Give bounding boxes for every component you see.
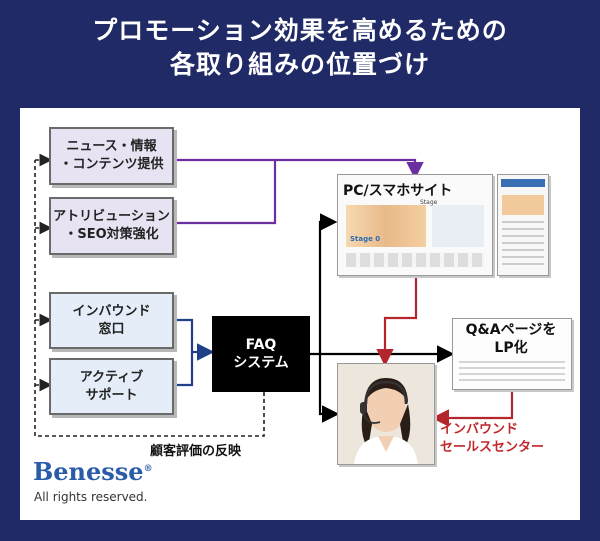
site-title: PC/スマホサイト [343, 183, 453, 199]
phone-image [502, 195, 544, 215]
site-footer-strip [346, 253, 484, 267]
site-sidebar-block [432, 205, 484, 247]
title-line-1: プロモーション効果を高めるための [92, 16, 508, 45]
site-banner-image [346, 205, 426, 247]
phone-text-lines [502, 221, 544, 267]
site-to-center-arrow [376, 275, 418, 367]
site-brand-tag: Stage [420, 199, 438, 206]
attribution-seo-box: アトリビューション ・SEO対策強化 [49, 197, 174, 255]
qa-to-center-arrow [431, 388, 514, 427]
benesse-logo-text: Benesse [33, 457, 144, 486]
faq-system-box: FAQ システム [212, 316, 310, 392]
inbound-window-box: インバウンド 窓口 [49, 292, 174, 349]
qa-page-screenshot [452, 318, 572, 390]
attribution-seo-label: アトリビューション ・SEO対策強化 [53, 209, 170, 242]
smartphone-screenshot [497, 174, 549, 276]
rights-text: All rights reserved. [34, 490, 148, 504]
phone-header-bar [501, 179, 545, 187]
news-content-label: ニュース・情報 ・コンテンツ提供 [59, 139, 164, 172]
qa-page-title: Q&Aページを LP化 [465, 322, 557, 356]
faq-to-center-arrow [318, 354, 340, 423]
inbound-sales-center-label: インバウンド セールスセンター [440, 422, 545, 455]
qa-page-lines [459, 361, 565, 383]
faq-system-label: FAQ システム [233, 337, 289, 371]
news-content-box: ニュース・情報 ・コンテンツ提供 [49, 127, 174, 185]
inbound-window-label: インバウンド 窓口 [72, 303, 151, 337]
faq-to-site-arrow [318, 213, 338, 354]
active-support-box: アクティブ サポート [49, 358, 174, 415]
site-badge: Stage 0 [350, 235, 381, 243]
blue-connector-inbound [174, 318, 215, 361]
call-center-operator-photo [337, 363, 435, 465]
diagram-title: プロモーション効果を高めるための 各取り組みの位置づけ [0, 14, 600, 82]
purple-connector [174, 158, 424, 180]
benesse-logo: Benesse® [33, 457, 153, 486]
registered-mark: ® [143, 464, 153, 474]
feedback-label: 顧客評価の反映 [150, 444, 242, 459]
title-line-2: 各取り組みの位置づけ [169, 50, 430, 79]
purple-connector-attribution [174, 160, 277, 225]
feedback-loop-line [34, 160, 265, 437]
active-support-label: アクティブ サポート [79, 369, 144, 403]
operator-illustration [338, 364, 434, 464]
blue-connector-active [174, 352, 194, 387]
pc-smartphone-site-screenshot: Stage 0 Stage [337, 174, 493, 276]
